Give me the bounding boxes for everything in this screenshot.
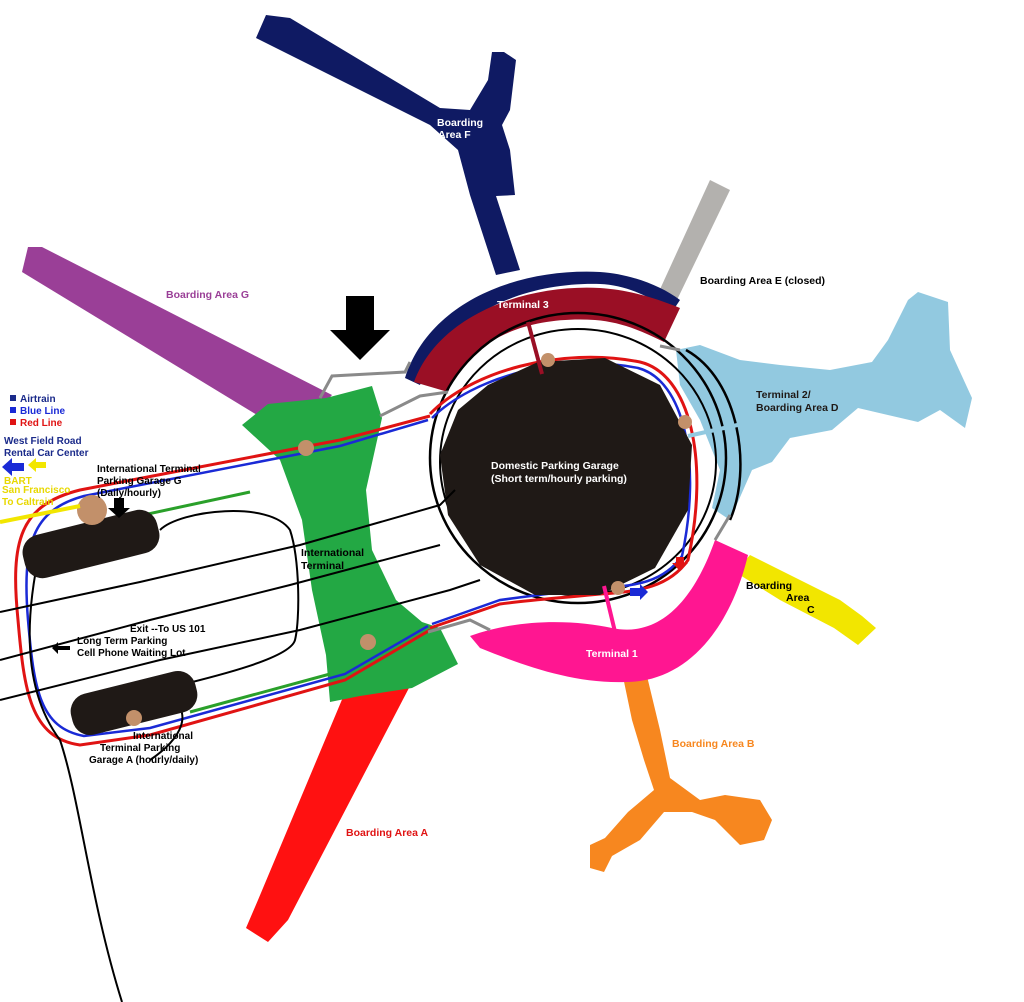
outer-road-east bbox=[685, 348, 742, 521]
road-loop-garage-g bbox=[159, 510, 300, 691]
cell-lot-arrow-icon bbox=[52, 642, 70, 654]
legend-label-red-line: Red Line bbox=[20, 418, 63, 429]
boarding-area-e-pier[interactable] bbox=[656, 180, 730, 302]
west-field-arrow-icon bbox=[2, 458, 24, 476]
legend-label-blue-line: Blue Line bbox=[20, 406, 65, 417]
label-boarding-area-e: Boarding Area E (closed) bbox=[700, 275, 825, 287]
legend: Airtrain Blue Line Red Line bbox=[10, 394, 65, 429]
label-boarding-area-b: Boarding Area B bbox=[672, 738, 755, 750]
boarding-area-b-pier[interactable] bbox=[590, 672, 772, 872]
entrance-arrow-icon bbox=[330, 296, 390, 360]
red-direction-arrow-icon bbox=[672, 557, 688, 571]
airport-loop-inner bbox=[25, 418, 429, 738]
label-parking-garage-g: International Terminal Parking Garage G … bbox=[97, 464, 204, 499]
walkway-terminal2 bbox=[659, 344, 681, 352]
label-parking-garage-a: International Terminal Parking Garage A … bbox=[89, 731, 198, 766]
walkway-east bbox=[713, 514, 732, 541]
walkway-south bbox=[427, 618, 491, 634]
walkway-north-2 bbox=[379, 390, 449, 418]
terminal-3-building[interactable] bbox=[414, 287, 680, 392]
station-terminal-2[interactable] bbox=[678, 415, 692, 429]
station-garage-a[interactable] bbox=[126, 710, 142, 726]
station-terminal-3[interactable] bbox=[541, 353, 555, 367]
domestic-parking-garage[interactable] bbox=[440, 358, 692, 595]
parking-garage-a[interactable] bbox=[67, 667, 201, 739]
bart-line bbox=[0, 504, 81, 524]
blue-direction-arrow-icon bbox=[630, 584, 648, 600]
label-terminal-2: Terminal 2/ Boarding Area D bbox=[756, 389, 839, 414]
label-international-terminal: International Terminal bbox=[301, 547, 367, 572]
label-terminal-3: Terminal 3 bbox=[497, 299, 549, 311]
road-west-1 bbox=[0, 544, 441, 661]
bart-arrow-icon bbox=[28, 458, 46, 472]
legend-swatch-blue-line bbox=[10, 407, 16, 413]
boarding-area-a-pier[interactable] bbox=[246, 686, 410, 942]
road-south-long bbox=[28, 549, 123, 1002]
road-exit-us101 bbox=[0, 489, 456, 613]
legend-label-airtrain: Airtrain bbox=[20, 394, 56, 405]
label-bart: BART San Francisco To Caltrain bbox=[2, 476, 73, 508]
boarding-area-c-pier[interactable] bbox=[735, 555, 876, 645]
terminal-1-building[interactable] bbox=[470, 540, 748, 683]
boarding-area-f-pier[interactable] bbox=[256, 15, 520, 275]
terminal-2-connector bbox=[687, 422, 743, 438]
walkway-north bbox=[318, 361, 412, 399]
legend-swatch-red-line bbox=[10, 419, 16, 425]
label-boarding-area-a: Boarding Area A bbox=[346, 827, 428, 839]
label-boarding-area-f: Boarding Area F bbox=[437, 117, 486, 141]
terminal-3-navy-rim bbox=[405, 271, 680, 385]
label-terminal-1: Terminal 1 bbox=[586, 648, 638, 660]
inner-road-ring bbox=[428, 311, 728, 605]
station-bart[interactable] bbox=[77, 495, 107, 525]
terminal-3-connector bbox=[526, 321, 544, 375]
station-international-south[interactable] bbox=[360, 634, 376, 650]
label-boarding-area-c: Boarding Area C bbox=[746, 580, 815, 616]
station-terminal-1[interactable] bbox=[611, 581, 625, 595]
legend-swatch-airtrain bbox=[10, 395, 16, 401]
boarding-area-g-pier[interactable] bbox=[22, 247, 332, 420]
road-west-2 bbox=[0, 579, 481, 701]
label-west-field-road: West Field Road Rental Car Center bbox=[4, 436, 89, 459]
label-exit-us101: Exit --To US 101 bbox=[130, 624, 206, 635]
station-international-north[interactable] bbox=[298, 440, 314, 456]
label-boarding-area-g: Boarding Area G bbox=[166, 289, 249, 301]
label-long-term-parking: Long Term Parking Cell Phone Waiting Lot bbox=[77, 636, 186, 659]
garage-g-arrow-icon bbox=[108, 498, 130, 518]
parking-garage-g[interactable] bbox=[19, 506, 164, 582]
green-line-garage-a bbox=[189, 672, 331, 714]
label-domestic-parking-garage: Domestic Parking Garage (Short term/hour… bbox=[491, 460, 627, 485]
boarding-area-d-pier[interactable] bbox=[676, 292, 972, 520]
international-terminal-building[interactable] bbox=[242, 386, 458, 702]
terminal-1-connector bbox=[602, 585, 618, 637]
